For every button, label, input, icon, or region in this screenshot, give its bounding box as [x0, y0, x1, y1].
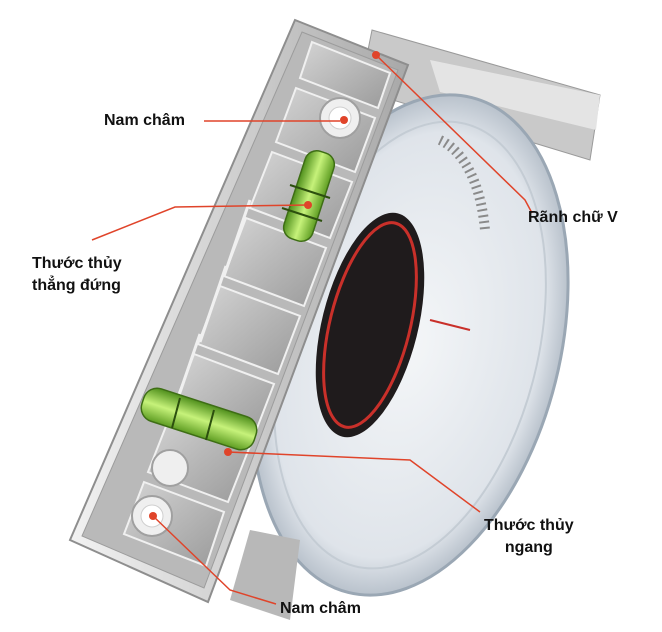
- label-magnet-bottom: Nam châm: [280, 600, 361, 617]
- leader-lines: [91, 51, 533, 605]
- leader-horizontal-level: [227, 451, 481, 513]
- vertical-vial: [281, 149, 336, 243]
- bottom-bracket: [230, 530, 300, 620]
- bracket-face: [430, 60, 600, 130]
- dial-pointer: [429, 319, 471, 331]
- dial-label-disc: [315, 212, 425, 438]
- leader-v-groove: [375, 54, 533, 214]
- magnet-top: [319, 97, 361, 139]
- leader-magnet-bottom: [152, 515, 277, 605]
- label-v-groove: Rãnh chữ V: [528, 209, 618, 226]
- horizontal-vial: [140, 387, 258, 456]
- label-horizontal-level: Thước thủy ngang: [484, 517, 574, 556]
- label-magnet-top: Nam châm: [104, 112, 185, 129]
- label-vertical-level: Thước thủy thẳng đứng: [32, 255, 122, 294]
- magnet-bottom: [131, 449, 189, 537]
- leader-vertical-level: [91, 204, 309, 241]
